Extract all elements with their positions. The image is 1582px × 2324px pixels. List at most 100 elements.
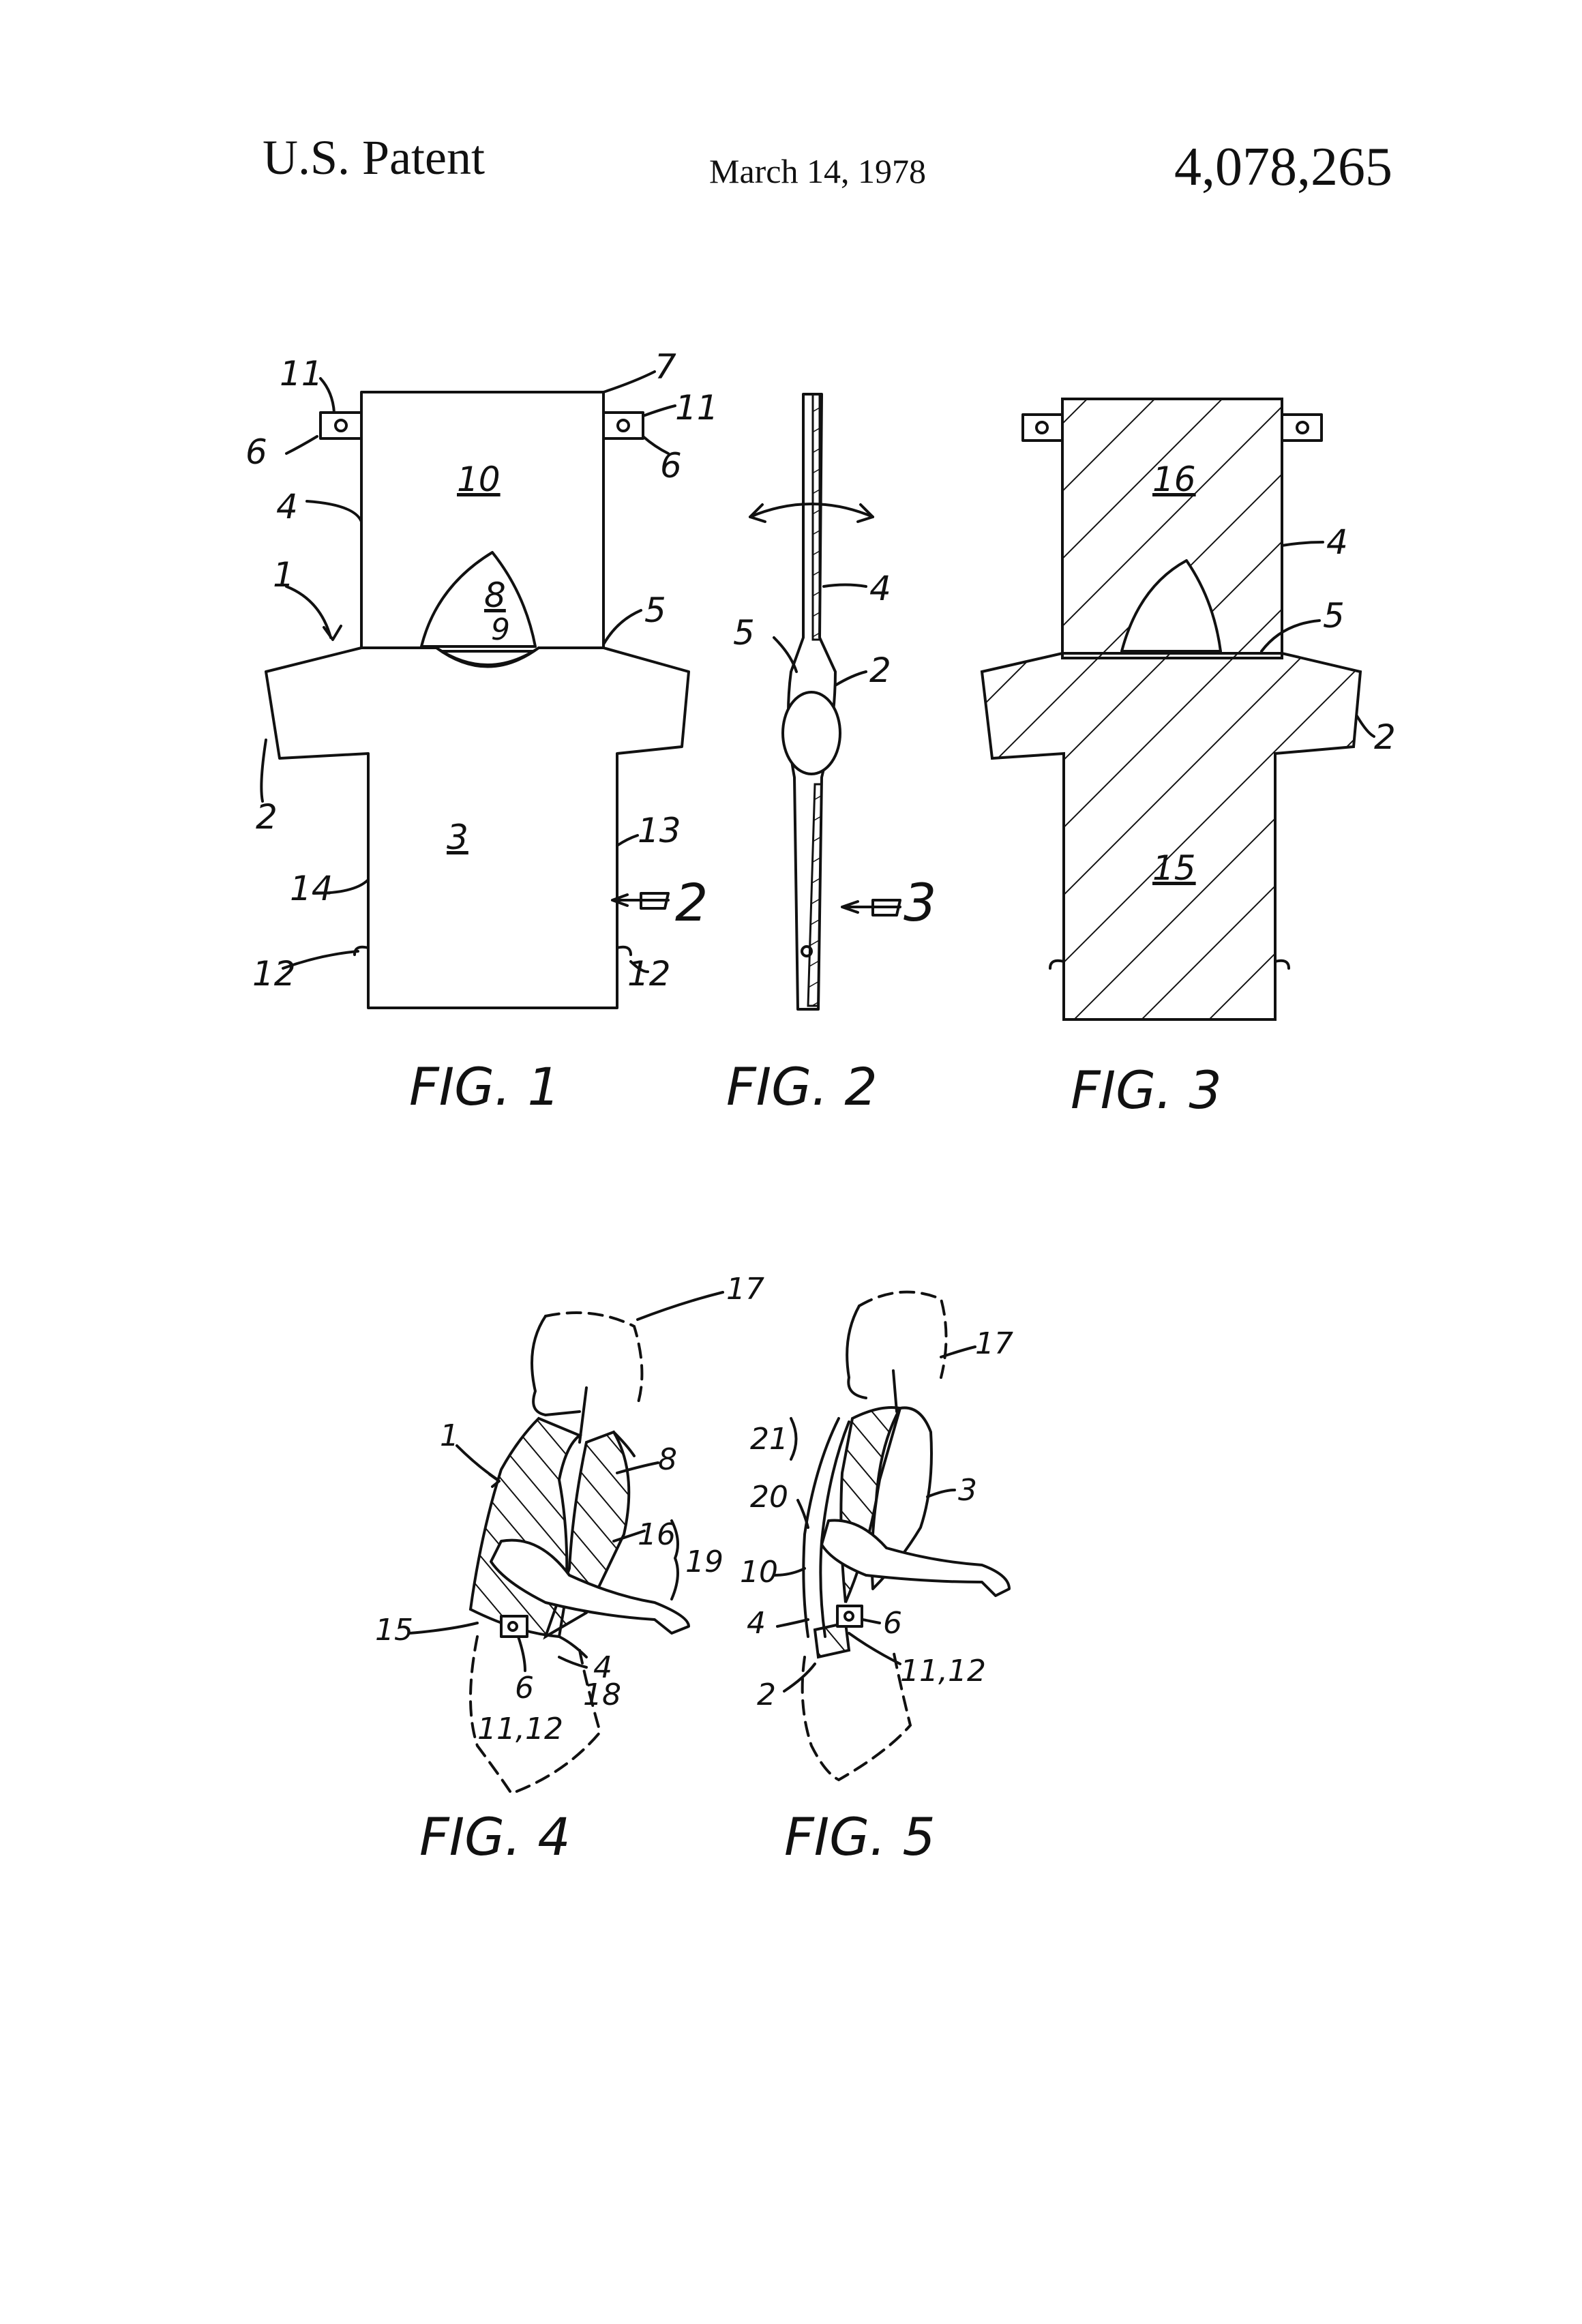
view-arrow-3-label: 3: [904, 872, 936, 933]
fastener-hole-fig5: [844, 1611, 854, 1622]
figure-4: 17 1 8 16 19 15 4 6 18 11,12 FIG. 4: [375, 1272, 764, 1867]
ref-19: 19: [685, 1545, 723, 1579]
ref-11-left: 11: [280, 354, 323, 393]
ref-16-fig3: 16: [1152, 460, 1196, 499]
caption-fig-5: FIG. 5: [784, 1806, 936, 1867]
leader-2-fig2: [834, 670, 867, 687]
figure-2: 4 5 2 3 FIG. 2: [726, 393, 936, 1117]
hair-fig5: [846, 1305, 867, 1399]
figure-1: 11 7 11 6 6 10 4 1 8 9 5 2 3 13 14 12 12…: [245, 347, 719, 1117]
right-fastener-fig3: [1274, 959, 1290, 970]
side-hatch-upper: [811, 393, 821, 641]
leader-14: [312, 878, 370, 895]
ref-9: 9: [491, 612, 510, 647]
arm-fig5: [820, 1519, 1011, 1597]
ref-4-fig4: 4: [593, 1650, 612, 1685]
view-arrow-3: [841, 899, 901, 917]
caption-fig-2: FIG. 2: [726, 1056, 878, 1117]
ref-17-fig4: 17: [726, 1272, 764, 1307]
right-tab: [602, 411, 644, 440]
leader-11-right: [642, 404, 676, 417]
ref-20: 20: [750, 1480, 788, 1515]
right-tab-hole: [616, 419, 630, 432]
leader-6-fig4: [517, 1635, 526, 1672]
swing-arc: [749, 503, 874, 518]
side-fastener: [801, 945, 813, 957]
ref-11-12-fig4: 11,12: [477, 1712, 563, 1746]
swing-arrowhead-left: [749, 503, 766, 523]
leader-1: [285, 585, 332, 639]
leader-5-fig3: [1260, 619, 1321, 653]
header-patent-number: 4,078,265: [1174, 137, 1392, 197]
swing-arrowhead-right: [856, 503, 874, 523]
ref-14: 14: [290, 869, 333, 908]
ref-6-left: 6: [245, 432, 267, 472]
leader-12-right: [629, 960, 649, 973]
leader-18: [558, 1635, 588, 1658]
leader-6-left: [285, 435, 318, 455]
leader-2-fig5: [783, 1663, 816, 1693]
ref-10: 10: [457, 460, 501, 499]
leader-8-fig4: [616, 1461, 659, 1474]
t-shirt-outline: [265, 646, 690, 1009]
leader-15-fig4: [408, 1622, 479, 1635]
ref-10-fig5: 10: [740, 1555, 778, 1590]
leader-4-fig4: [558, 1656, 588, 1669]
ref-17-fig5: 17: [975, 1326, 1013, 1361]
leader-16-fig4: [612, 1530, 646, 1543]
ref-5-fig3: 5: [1323, 596, 1345, 636]
wrap-hem-fig5: [813, 1621, 851, 1659]
leader-4-fig3: [1281, 541, 1324, 547]
ref-8: 8: [484, 576, 506, 615]
ref-8-fig4: 8: [658, 1442, 677, 1477]
ref-11-right: 11: [675, 388, 719, 428]
ref-16-fig4: 16: [638, 1517, 676, 1552]
ref-7: 7: [655, 347, 676, 387]
left-tab-hole-fig3: [1035, 421, 1049, 434]
ref-13: 13: [638, 811, 681, 850]
shirt-neckline: [435, 646, 540, 668]
leader-11-left: [319, 377, 335, 414]
fastener-hole-fig4: [507, 1621, 518, 1632]
hair-fig4: [531, 1315, 581, 1416]
figure-3: 16 4 5 2 15 FIG. 3: [980, 398, 1396, 1120]
right-fastener: [616, 945, 632, 956]
brace-21: [790, 1417, 798, 1461]
ref-15-fig4: 15: [375, 1613, 413, 1648]
leader-12-left: [282, 950, 359, 970]
ref-18: 18: [583, 1678, 621, 1712]
head-opening: [420, 551, 537, 648]
fastener-tab-fig5: [836, 1605, 863, 1628]
ref-4-fig3: 4: [1326, 522, 1348, 562]
ref-3: 3: [447, 818, 468, 857]
ref-1: 1: [273, 555, 295, 595]
leader-7: [602, 370, 656, 393]
brace-19: [670, 1519, 679, 1600]
ref-11-12-fig5: 11,12: [900, 1654, 986, 1688]
leader-10-fig5: [773, 1567, 806, 1577]
fastener-tab-fig4: [500, 1615, 528, 1638]
caption-fig-4: FIG. 4: [419, 1806, 571, 1867]
arm-fig4: [490, 1538, 690, 1635]
ref-2-fig5: 2: [757, 1678, 776, 1712]
ref-6-fig4: 6: [515, 1671, 534, 1705]
header-patent-label: U.S. Patent: [263, 130, 486, 185]
ref-21: 21: [750, 1422, 788, 1457]
leader-4: [305, 500, 363, 523]
left-tab-hole: [334, 419, 348, 432]
right-tab-hole-fig3: [1296, 421, 1309, 434]
leader-5-fig2: [773, 636, 798, 673]
shirt-back-hatched: [980, 652, 1362, 1021]
leader-6-right: [642, 435, 670, 455]
header-date: March 14, 1978: [709, 152, 926, 190]
left-tab: [319, 411, 363, 440]
ref-5-fig2: 5: [733, 613, 755, 653]
figure-5: 17 21 20 3 10 4 6 2 11,12 FIG. 5: [740, 1290, 1013, 1867]
leader-4-fig5: [776, 1618, 809, 1628]
leader-2: [260, 739, 267, 803]
side-head-opening: [781, 691, 841, 775]
ref-12-left: 12: [252, 954, 296, 994]
ref-2-fig2: 2: [869, 651, 891, 690]
view-arrow-2: [611, 892, 670, 910]
